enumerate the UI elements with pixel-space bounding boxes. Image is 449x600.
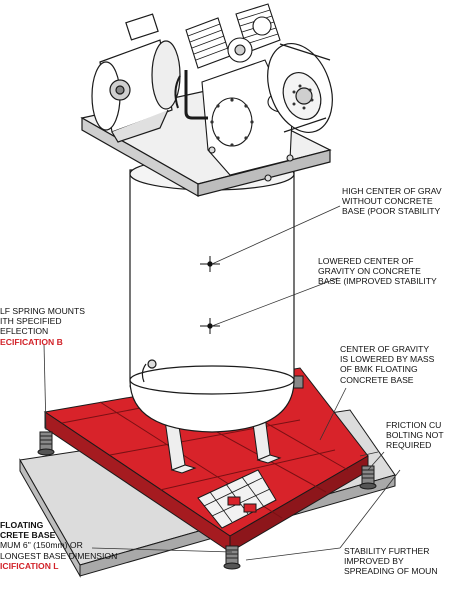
motor-icon	[91, 13, 181, 143]
floating-base-title-1: FLOATING	[0, 520, 44, 530]
high-cg-callout: HIGH CENTER OF GRAV WITHOUT CONCRETE BAS…	[342, 186, 442, 217]
floating-base-desc-2: LONGEST BASE DIMENSION	[0, 550, 118, 561]
cg-mass-line-2: IS LOWERED BY MASS	[340, 354, 435, 365]
floating-base-callout: FLOATING CRETE BASE MUM 6" (150mm) OR LO…	[0, 520, 117, 571]
cg-mass-line-4: CONCRETE BASE	[340, 374, 414, 385]
lowered-cg-line-3: BASE (IMPROVED STABILITY	[318, 276, 437, 287]
spring-mounts-line-2: ITH SPECIFIED	[0, 316, 62, 327]
cg-mass-line-3: OF BMK FLOATING	[340, 364, 418, 375]
stability-line-2: IMPROVED BY	[344, 556, 404, 567]
friction-callout: FRICTION CU BOLTING NOT REQUIRED	[386, 420, 444, 451]
spring-mounts-line-3: EFLECTION	[0, 326, 49, 337]
friction-line-1: FRICTION CU	[386, 420, 442, 430]
floating-base-spec: ICIFICATION L	[0, 560, 59, 571]
friction-line-2: BOLTING NOT	[386, 430, 444, 441]
spring-mounts-spec: ECIFICATION B	[0, 336, 63, 347]
spring-mounts-line-1: LF SPRING MOUNTS	[0, 306, 85, 316]
spring-mounts-callout: LF SPRING MOUNTS ITH SPECIFIED EFLECTION…	[0, 306, 85, 347]
high-cg-line-2: WITHOUT CONCRETE	[342, 196, 433, 207]
floating-base-title-2: CRETE BASE	[0, 530, 56, 541]
spring-mount-icon	[37, 375, 377, 570]
lowered-cg-callout: LOWERED CENTER OF GRAVITY ON CONCRETE BA…	[318, 256, 437, 287]
stability-line-3: SPREADING OF MOUN	[344, 566, 438, 577]
cg-mass-callout: CENTER OF GRAVITY IS LOWERED BY MASS OF …	[340, 344, 434, 385]
lowered-cg-line-1: LOWERED CENTER OF	[318, 256, 414, 266]
high-cg-line-3: BASE (POOR STABILITY	[342, 206, 441, 217]
stability-callout: STABILITY FURTHER IMPROVED BY SPREADING …	[344, 546, 438, 577]
tank-legs	[129, 385, 282, 474]
leader-lines	[43, 205, 401, 561]
friction-line-3: REQUIRED	[386, 440, 432, 451]
stability-line-1: STABILITY FURTHER	[344, 546, 430, 556]
lowered-cg-line-2: GRAVITY ON CONCRETE	[318, 266, 421, 277]
compressor-pump-icon	[174, 3, 297, 182]
floating-base-desc-1: MUM 6" (150mm) OR	[0, 540, 83, 551]
high-cg-line-1: HIGH CENTER OF GRAV	[342, 186, 442, 196]
cg-mass-line-1: CENTER OF GRAVITY	[340, 344, 430, 354]
tank-icon	[129, 157, 295, 433]
flywheel-icon	[267, 42, 333, 134]
